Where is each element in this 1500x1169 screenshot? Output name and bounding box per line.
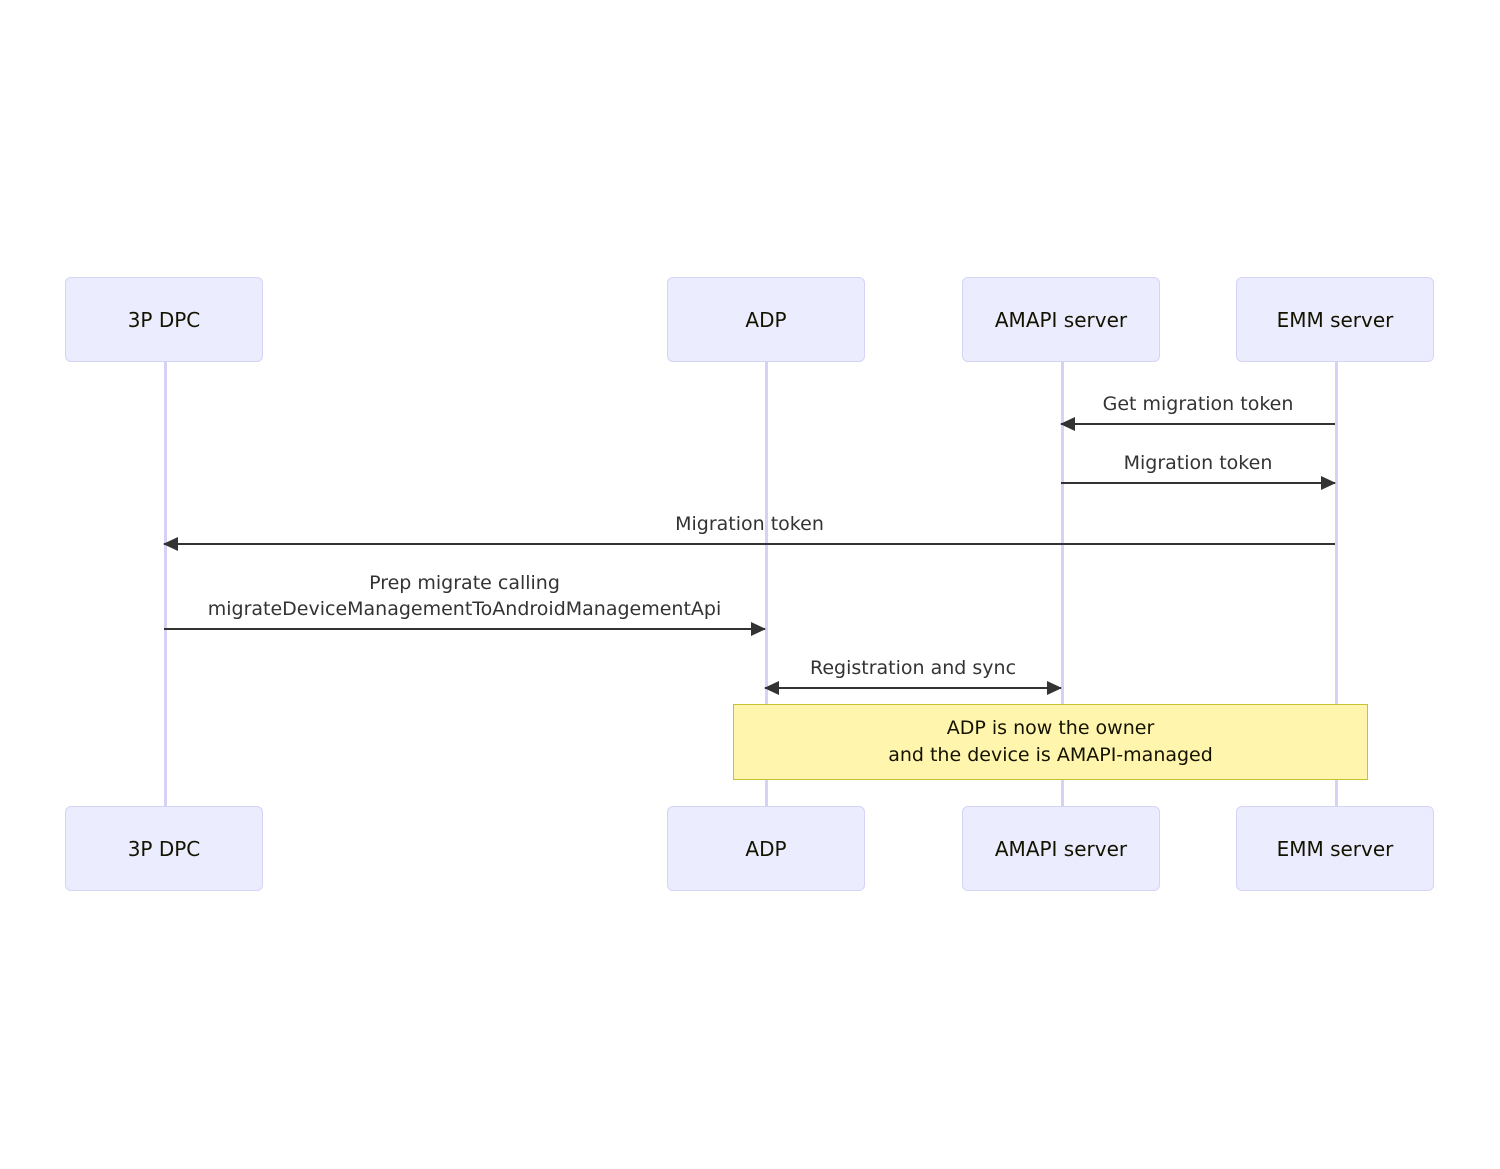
participant-bottom-emm-server[interactable]: EMM server: [1236, 806, 1434, 891]
participant-label: EMM server: [1276, 836, 1394, 861]
lifeline-adp: [765, 362, 768, 806]
note-adp-owner: ADP is now the owner and the device is A…: [733, 704, 1368, 780]
message-get-migration-token[interactable]: Get migration token: [1060, 393, 1335, 431]
arrowhead-left-icon: [1060, 417, 1075, 431]
participant-label: 3P DPC: [127, 307, 201, 332]
message-migration-token-emm-to-dpc[interactable]: Migration token: [163, 513, 1335, 551]
message-line: [1061, 482, 1335, 484]
arrowhead-right-icon: [751, 622, 766, 636]
participant-bottom-adp[interactable]: ADP: [667, 806, 865, 891]
participant-bottom-amapi-server[interactable]: AMAPI server: [962, 806, 1160, 891]
note-text: ADP is now the owner and the device is A…: [888, 717, 1213, 766]
message-label: Migration token: [675, 513, 824, 535]
message-prep-migrate[interactable]: Prep migrate calling migrateDeviceManage…: [164, 572, 766, 636]
participant-label: EMM server: [1276, 307, 1394, 332]
participant-label: ADP: [745, 836, 787, 861]
message-label: Migration token: [1123, 452, 1273, 474]
lifeline-3p-dpc: [164, 362, 167, 806]
message-label: Registration and sync: [809, 657, 1017, 679]
participant-label: AMAPI server: [994, 836, 1128, 861]
arrowhead-left-icon: [163, 537, 178, 551]
message-label: Prep migrate calling migrateDeviceManage…: [207, 572, 722, 620]
message-line: [1061, 423, 1335, 425]
arrowhead-right-icon: [1321, 476, 1336, 490]
message-registration-and-sync[interactable]: Registration and sync: [764, 657, 1062, 695]
participant-top-amapi-server[interactable]: AMAPI server: [962, 277, 1160, 362]
participant-top-adp[interactable]: ADP: [667, 277, 865, 362]
message-line: [164, 543, 1335, 545]
participant-label: 3P DPC: [127, 836, 201, 861]
participant-label: ADP: [745, 307, 787, 332]
message-label: Get migration token: [1102, 393, 1294, 415]
participant-top-emm-server[interactable]: EMM server: [1236, 277, 1434, 362]
message-migration-token-amapi-to-emm[interactable]: Migration token: [1061, 452, 1336, 490]
participant-bottom-3p-dpc[interactable]: 3P DPC: [65, 806, 263, 891]
lifeline-amapi-server: [1061, 362, 1064, 806]
participant-label: AMAPI server: [994, 307, 1128, 332]
arrowhead-left-icon: [764, 681, 779, 695]
arrowhead-right-icon: [1047, 681, 1062, 695]
participant-top-3p-dpc[interactable]: 3P DPC: [65, 277, 263, 362]
message-line: [765, 687, 1061, 689]
message-line: [164, 628, 765, 630]
lifeline-emm-server: [1335, 362, 1338, 806]
